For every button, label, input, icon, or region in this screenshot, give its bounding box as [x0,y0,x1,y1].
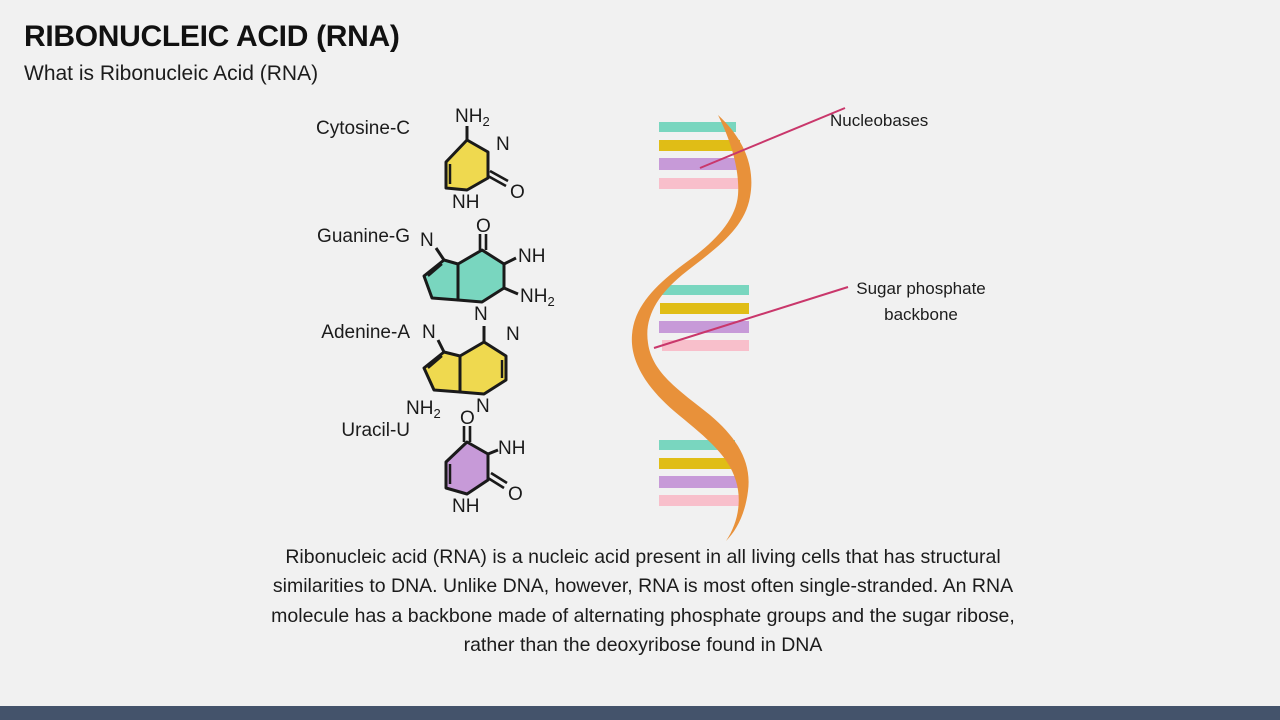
adenine-double-bond-5ring [427,355,443,369]
rung-purple-top [659,158,745,170]
rung-pink-top [659,178,742,189]
base-label-cytosine: Cytosine-C [316,118,410,139]
cytosine-atom-nh2: NH2 [455,106,490,129]
guanine-bond-nh [503,256,517,266]
cytosine-atom-n: N [496,134,510,155]
callout-backbone-line1: Sugar phosphate [856,279,986,298]
cytosine-ring [444,138,490,192]
guanine-atom-nh2: NH2 [520,286,555,309]
base-label-guanine: Guanine-G [317,226,410,247]
uracil-atom-nh-right: NH [498,438,525,459]
cytosine-atom-nh: NH [452,192,479,213]
guanine-bond-nh2 [503,286,519,296]
rung-teal-top [659,122,736,132]
uracil-carbonyl-bottom-a [487,476,505,490]
uracil-ring [444,440,490,496]
guanine-atom-n-bottom: N [474,304,488,325]
callout-backbone-line2: backbone [884,304,958,324]
cytosine-carbonyl-b [489,169,509,183]
rung-teal-middle [662,285,749,295]
adenine-imidazole-ring [422,350,462,394]
uracil-atom-o-bottom: O [508,484,523,505]
adenine-atom-n-upper-left: N [422,322,436,343]
guanine-atom-nh: NH [518,246,545,267]
base-label-uracil: Uracil-U [341,420,410,441]
base-row-uracil: Uracil-U O NH O NH [270,408,570,532]
callout-sugar-phosphate-backbone: Sugar phosphate backbone [846,276,996,327]
page-title: RIBONUCLEIC ACID (RNA) [24,20,400,53]
body-paragraph: Ribonucleic acid (RNA) is a nucleic acid… [271,546,1015,656]
adenine-atom-nh2: NH2 [406,398,441,421]
base-label-adenine: Adenine-A [321,322,410,343]
callout-nucleobases-label: Nucleobases [830,111,929,130]
adenine-atom-n-upper-right: N [506,324,520,345]
rung-purple-middle [659,321,749,333]
base-row-cytosine: Cytosine-C NH2 N O NH [270,106,570,230]
cytosine-atom-o: O [510,182,525,203]
guanine-pyrimidine-ring [456,248,506,304]
sugar-phosphate-backbone-ribbon [631,115,752,541]
cytosine-carbonyl-a [487,174,507,188]
guanine-atom-o: O [476,216,491,237]
rung-teal-bottom [659,440,735,450]
base-structure-adenine: N N NH2 N [406,314,570,432]
adenine-bond-n-left [436,339,446,353]
base-structure-guanine: N O NH NH2 N [410,216,570,336]
callout-nucleobases: Nucleobases [830,108,928,134]
page-subtitle: What is Ribonucleic Acid (RNA) [24,62,319,85]
rung-pink-middle [662,340,749,351]
rung-gold-bottom [659,458,739,469]
guanine-bond-n-left [434,247,446,261]
uracil-bond-nh-right [487,448,499,456]
guanine-atom-n-left: N [420,230,434,251]
base-structure-uracil: O NH O NH [410,408,570,530]
rung-purple-bottom [659,476,742,488]
base-row-guanine: Guanine-G N O NH [270,216,570,338]
footer-bar [0,706,1280,720]
adenine-pyrimidine-ring [458,340,508,396]
uracil-atom-o-top: O [460,408,475,429]
base-structure-cytosine: NH2 N O NH [410,106,570,228]
guanine-double-bond-5ring [427,263,443,277]
rna-helix-diagram [600,95,840,545]
uracil-atom-nh-bottom: NH [452,496,479,517]
nucleobase-rung-group-middle [659,285,749,351]
rung-gold-top [659,140,740,151]
nucleobase-rung-group-bottom [659,440,742,506]
base-row-adenine: Adenine-A N N NH2 N [270,322,570,434]
rung-pink-bottom [659,495,739,506]
uracil-carbonyl-bottom-b [490,471,508,485]
rung-gold-middle [660,303,749,314]
adenine-atom-n-bottom: N [476,396,490,417]
guanine-imidazole-ring [422,258,460,302]
